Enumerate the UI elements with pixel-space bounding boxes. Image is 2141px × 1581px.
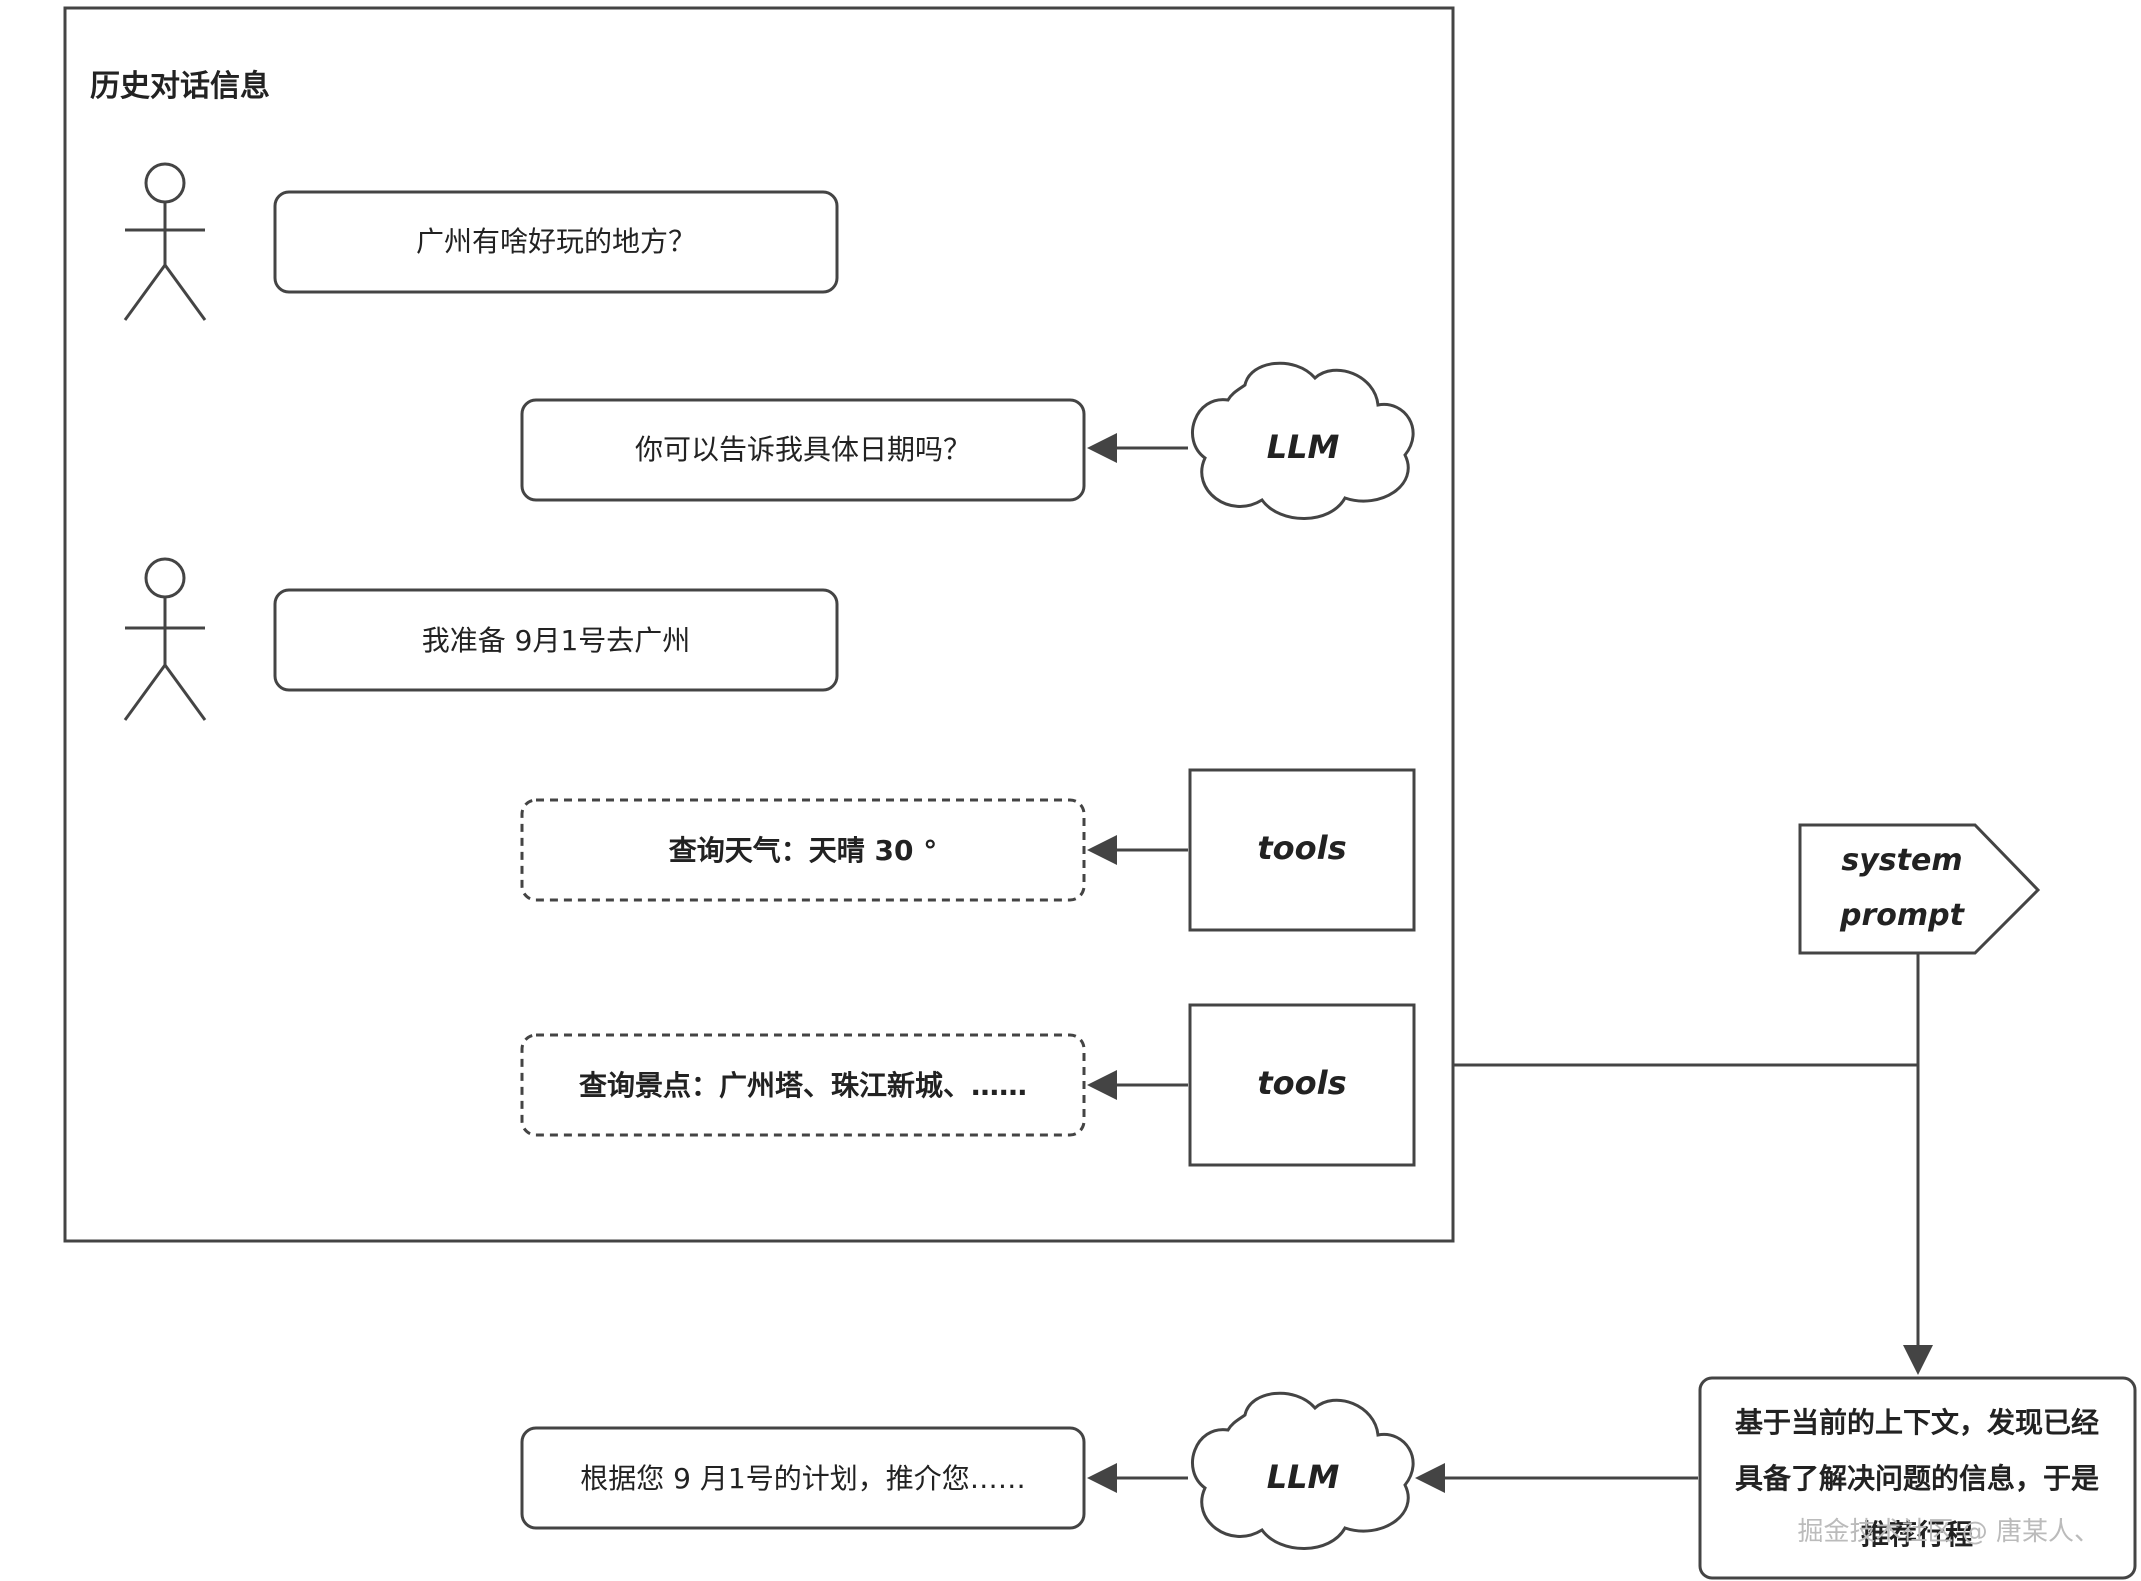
stick-figure-icon: [123, 557, 207, 721]
history-panel-title: 历史对话信息: [90, 69, 270, 104]
decision-text-line3: 推荐行程: [1861, 1518, 1973, 1551]
system-prompt-tag: [1798, 823, 2041, 955]
tools-box: [1188, 1003, 1416, 1167]
tools-label: tools: [1257, 829, 1346, 867]
decision-text-line2: 具备了解决问题的信息，于是: [1735, 1462, 2099, 1495]
user-message-text: 广州有啥好玩的地方？: [416, 225, 696, 258]
system-prompt-line1: system: [1841, 843, 1962, 878]
history-panel-frame: [63, 6, 1455, 1243]
tool-result-bubble: [520, 1033, 1086, 1137]
user-message-text: 我准备 9月1号去广州: [422, 624, 691, 657]
system-prompt-line2: prompt: [1839, 898, 1966, 933]
llm-message-bubble: [520, 398, 1086, 502]
tool-result-text: 查询天气：天晴 30 °: [669, 834, 937, 867]
user-message-bubble: [273, 190, 839, 294]
tool-result-text: 查询景点：广州塔、珠江新城、……: [579, 1069, 1027, 1102]
decision-box: [1698, 1376, 2137, 1580]
final-answer-bubble: [520, 1426, 1086, 1530]
stick-figure-icon: [123, 162, 207, 321]
final-answer-text: 根据您 9 月1号的计划，推介您……: [580, 1462, 1025, 1495]
tools-box: [1188, 768, 1416, 932]
llm-message-text: 你可以告诉我具体日期吗？: [635, 433, 971, 466]
watermark: 掘金技术社区 @ 唐某人、: [1797, 1517, 2100, 1547]
cloud-icon: [1191, 1391, 1415, 1550]
cloud-icon: [1191, 361, 1415, 520]
decision-text-line1: 基于当前的上下文，发现已经: [1735, 1406, 2099, 1439]
llm-label: LLM: [1267, 1458, 1340, 1496]
user-message-bubble: [273, 588, 839, 692]
tools-label: tools: [1257, 1064, 1346, 1102]
tool-result-bubble: [520, 798, 1086, 902]
llm-label: LLM: [1267, 428, 1340, 466]
